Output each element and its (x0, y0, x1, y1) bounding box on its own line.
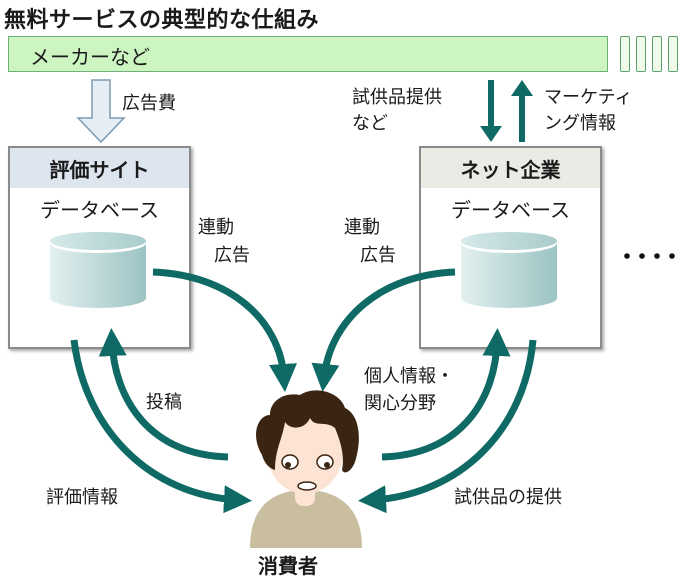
review-site-database-icon (50, 232, 146, 308)
personal-info-arrow (381, 328, 511, 461)
linked-ad-left-label-line2: 広告 (214, 245, 250, 266)
posting-arrow (98, 328, 229, 461)
marketing-label-line1: マーケティ (544, 87, 633, 108)
diagram-title: 無料サービスの典型的な仕組み (4, 8, 320, 33)
maker-stack-bar (636, 36, 646, 72)
consumer-label: 消費者 (258, 554, 318, 578)
more-companies-ellipsis (624, 253, 675, 259)
review-site-box: 評価サイト データベース (8, 146, 191, 349)
personal-info-label-line2: 関心分野 (364, 393, 436, 414)
maker-stack-bar (668, 36, 678, 72)
review-info-label: 評価情報 (46, 487, 118, 508)
linked-ad-right-label-line2: 広告 (360, 245, 396, 266)
posting-label: 投稿 (146, 392, 182, 413)
sample-provision-label: 試供品の提供 (454, 487, 562, 508)
ad-fee-label: 広告費 (122, 93, 176, 114)
review-site-database-label: データベース (40, 198, 159, 222)
marketing-label-line2: ング情報 (544, 113, 616, 134)
review-info-arrow (70, 339, 252, 514)
consumer-person-icon (250, 390, 362, 548)
personal-info-label-line1: 個人情報・ (364, 366, 454, 387)
samples-label-line1: 試供品提供 (352, 87, 442, 108)
net-company-database-icon (461, 232, 557, 308)
maker-bar (8, 36, 608, 72)
net-company-database-label: データベース (451, 198, 570, 222)
samples-down-arrow (480, 80, 502, 142)
samples-label-line2: など (352, 113, 388, 134)
maker-stack-bar (652, 36, 662, 72)
net-company-box: ネット企業 データベース (419, 146, 602, 349)
linked-ad-left-label-line1: 連動 (198, 217, 234, 238)
sample-provision-arrow (358, 339, 537, 514)
ad-fee-arrow (76, 79, 126, 144)
marketing-up-arrow (511, 80, 533, 142)
net-company-header: ネット企業 (421, 148, 600, 188)
linked-ad-left-arrow (152, 268, 297, 392)
review-site-header: 評価サイト (10, 148, 189, 188)
linked-ad-right-arrow (311, 268, 456, 392)
linked-ad-right-label-line1: 連動 (344, 217, 380, 238)
maker-stack-bar (620, 36, 630, 72)
maker-label: メーカーなど (30, 45, 150, 69)
